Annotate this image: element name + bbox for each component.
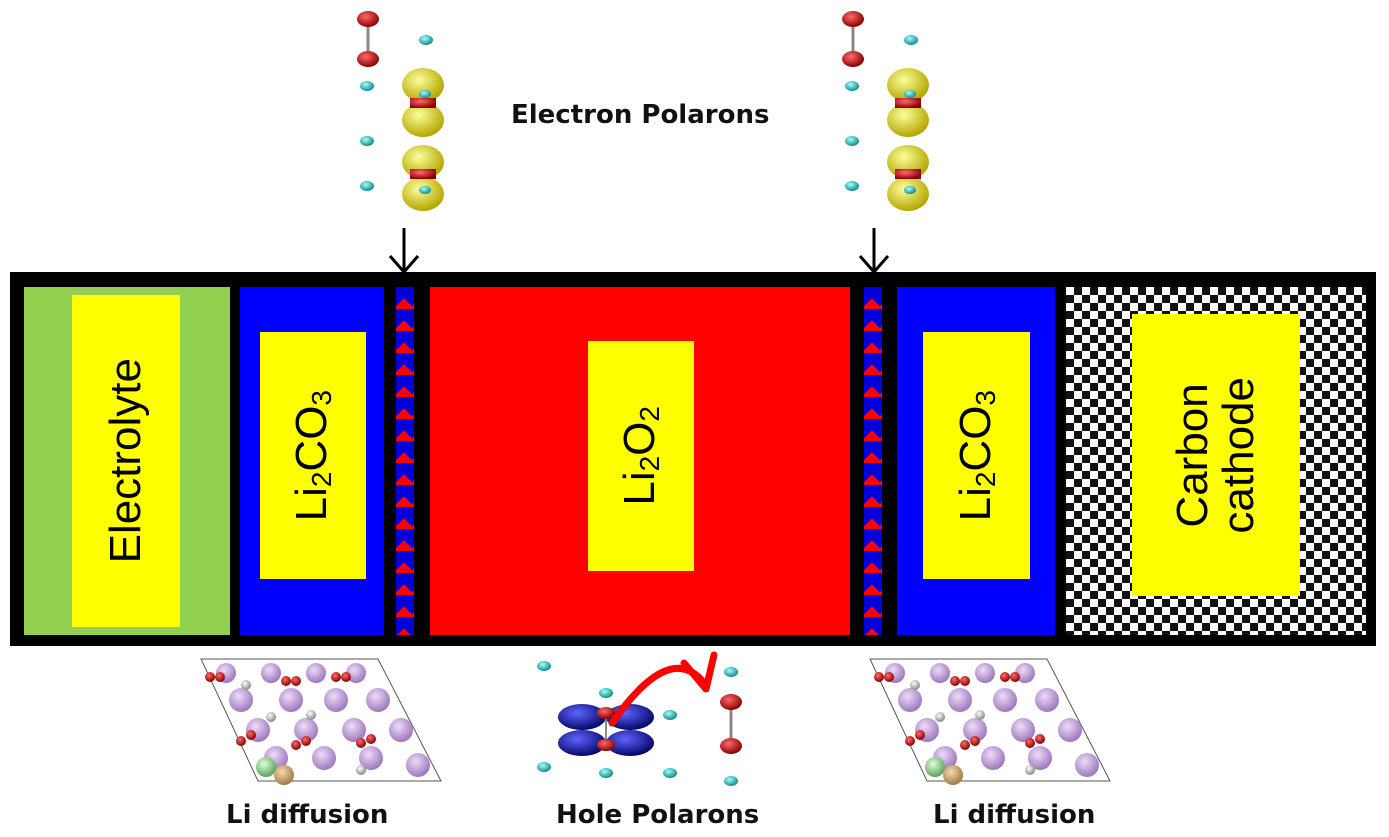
li2co3-layer-right: Li2CO3 — [897, 287, 1055, 635]
yellow-polaron-lobes-left — [402, 68, 444, 211]
green-atom-right — [925, 757, 945, 777]
o2-dimer-left — [357, 11, 379, 67]
li-diffusion-label-left: Li diffusion — [226, 800, 389, 830]
li-diffusion-lattice-left — [200, 658, 442, 785]
li2o2-label: Li2O2 — [615, 406, 666, 506]
green-atom-left — [256, 757, 276, 777]
lattice-oxygen-pairs-right — [874, 672, 1045, 750]
tan-atom-right — [943, 765, 963, 785]
lattice-oxygen-pairs-left — [205, 672, 376, 750]
interface-arrow-right — [858, 228, 890, 275]
o2-dimer-right — [842, 11, 864, 67]
hole-polaron-image — [537, 651, 742, 786]
li-diffusion-label-right: Li diffusion — [933, 800, 1096, 830]
lattice-grey-atoms-right — [910, 680, 1035, 775]
li2co3-layer-left: Li2CO3 — [240, 287, 384, 635]
electrolyte-label-box: Electrolyte — [72, 295, 180, 627]
electrolyte-label: Electrolyte — [100, 358, 150, 564]
interface-arrow-left — [388, 228, 420, 275]
li-atoms-hole — [537, 661, 738, 786]
lattice-purple-atoms-left — [216, 663, 430, 777]
blue-polaron-lobes — [558, 704, 654, 756]
yellow-polaron-lobes-right — [887, 68, 929, 211]
tan-atom-left — [274, 765, 294, 785]
li2o2-layer: Li2O2 — [430, 287, 850, 635]
li-diffusion-lattice-right — [869, 658, 1111, 785]
li2co3-right-label: Li2CO3 — [950, 389, 1001, 522]
li2co3-left-label: Li2CO3 — [287, 389, 338, 522]
interface-layer-right — [864, 287, 882, 635]
hole-polarons-label: Hole Polarons — [556, 800, 760, 830]
li2o2-label-box: Li2O2 — [588, 341, 694, 571]
lattice-grey-atoms-left — [241, 680, 366, 775]
hopping-arrow — [608, 651, 718, 727]
electron-polarons-label: Electron Polarons — [511, 100, 770, 130]
li2co3-left-label-box: Li2CO3 — [260, 332, 366, 579]
li-atoms-left — [360, 35, 433, 191]
interface-layer-left — [396, 287, 414, 635]
o2-dimer-hole-target — [720, 694, 742, 754]
li2co3-right-label-box: Li2CO3 — [923, 332, 1030, 579]
electron-polaron-image-left — [357, 11, 444, 211]
li-atoms-right — [845, 35, 918, 191]
electron-polaron-image-right — [842, 11, 929, 211]
electrolyte-layer: Electrolyte — [24, 287, 230, 635]
